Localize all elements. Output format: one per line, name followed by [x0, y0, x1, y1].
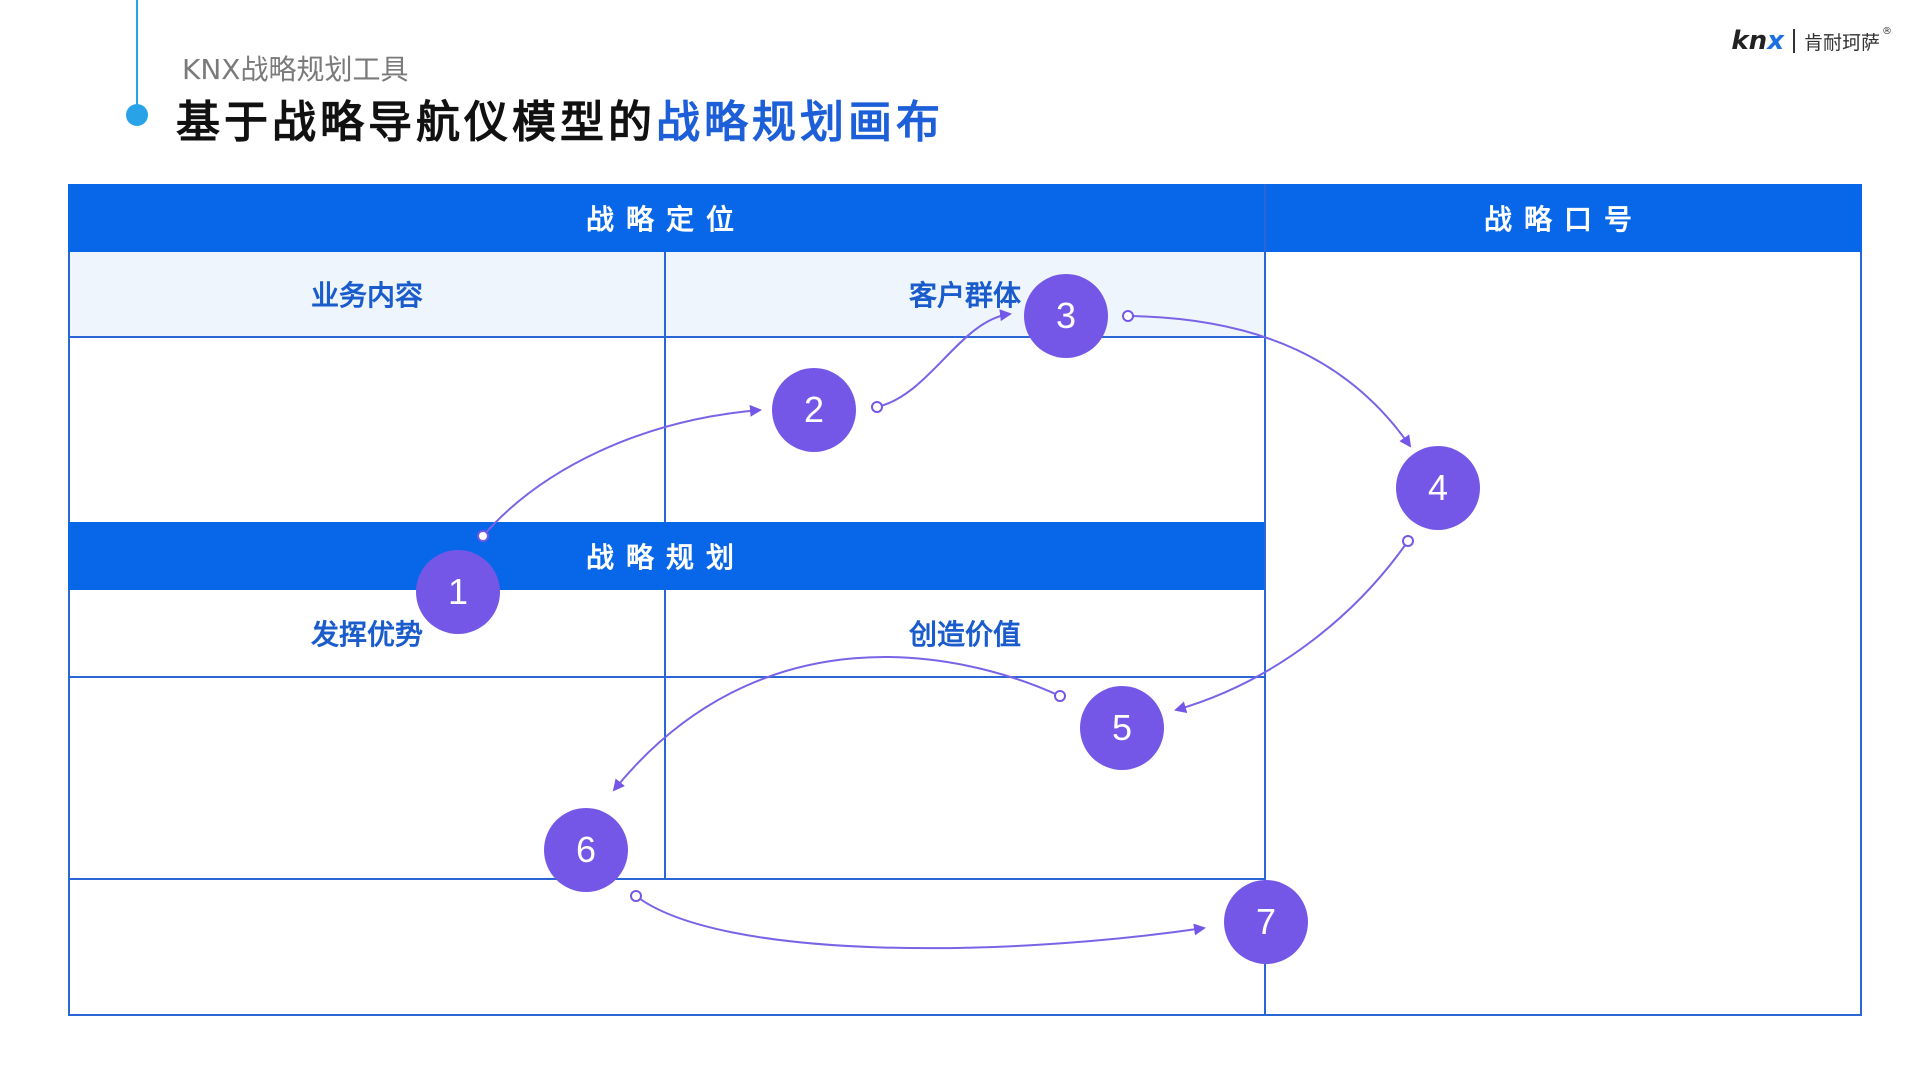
arrow-6-to-7: [635, 895, 1206, 950]
step-node-1: 1: [416, 550, 500, 634]
header-accent-dot: [126, 104, 148, 126]
arrow-start-dot-1: [477, 530, 489, 542]
arrow-start-dot-2: [871, 401, 883, 413]
title-highlight: 战略规划画布: [656, 97, 944, 148]
step-node-4: 4: [1396, 446, 1480, 530]
brand-logo: knx 肯耐珂萨 ®: [1731, 26, 1892, 56]
arrow-3-to-4: [1127, 315, 1412, 448]
col-header-customers-label: 客户群体: [908, 279, 1021, 312]
arrow-5-to-6: [612, 656, 1061, 792]
col-header-advantage: 发挥优势: [310, 618, 423, 651]
divider-lower-subheader: [68, 676, 1264, 678]
logo-latin: knx: [1731, 26, 1784, 56]
step-node-2: 2: [772, 368, 856, 452]
arrow-start-dot-5: [1054, 690, 1066, 702]
step-node-5: 5: [1080, 686, 1164, 770]
divider-lower-columns: [664, 590, 666, 880]
arrow-start-dot-3: [1122, 310, 1134, 322]
divider-upper-columns: [664, 252, 666, 522]
col-header-business: 业务内容: [70, 252, 664, 336]
arrow-4-to-5: [1174, 540, 1409, 713]
arrow-start-dot-4: [1402, 535, 1414, 547]
logo-chinese: 肯耐珂萨: [1803, 31, 1880, 54]
band-strategy-positioning: 战略定位: [68, 184, 1264, 252]
title-main: 基于战略导航仪模型的: [176, 97, 656, 148]
col-header-value: 创造价值: [908, 618, 1021, 651]
logo-latin-kn: kn: [1731, 26, 1768, 56]
col-header-customers: 客户群体: [666, 252, 1264, 336]
arrow-start-dot-6: [630, 890, 642, 902]
band-strategy-slogan: 战略口号: [1266, 184, 1862, 252]
logo-latin-x: x: [1767, 26, 1784, 56]
divider-upper-subheader: [68, 336, 1264, 338]
logo-divider: [1792, 29, 1795, 53]
page-subtitle: KNX战略规划工具: [182, 53, 409, 86]
divider-slogan-column: [1264, 184, 1266, 1016]
arrow-2-to-3: [876, 309, 1012, 408]
step-node-3: 3: [1024, 274, 1108, 358]
band-strategy-planning: 战略规划: [68, 522, 1264, 590]
page-title: 基于战略导航仪模型的战略规划画布: [176, 86, 944, 150]
step-node-6: 6: [544, 808, 628, 892]
header-accent-line: [136, 0, 138, 112]
step-node-7: 7: [1224, 880, 1308, 964]
arrow-1-to-2: [482, 404, 762, 537]
logo-registered-mark: ®: [1882, 26, 1892, 37]
divider-bottom-row: [68, 878, 1264, 880]
